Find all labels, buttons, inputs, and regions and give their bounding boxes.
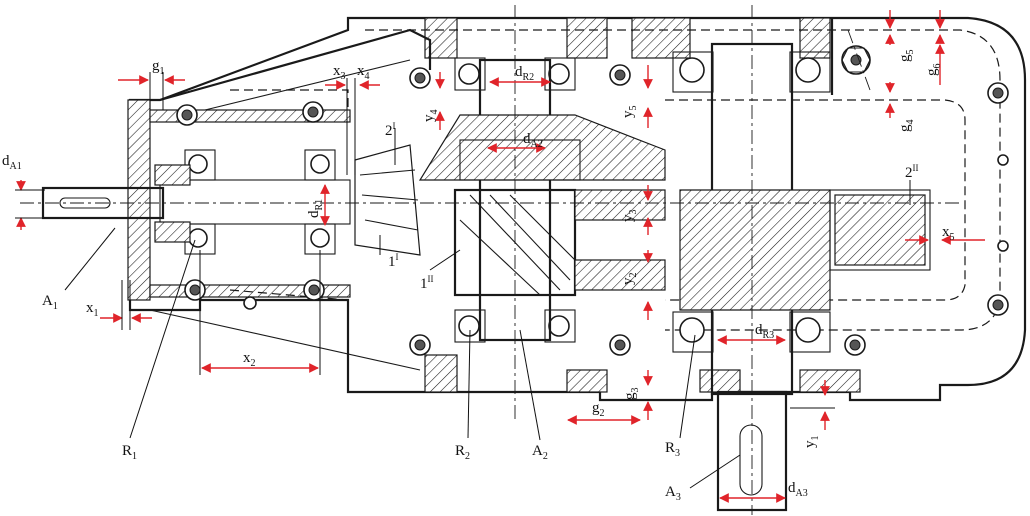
labels: dA1 g1 x3 x4 dR2 dA2 y4 y5 y3 y2 y1 g5 g… bbox=[2, 50, 955, 504]
label-g4: g4 bbox=[897, 120, 916, 133]
label-gear-1II: 1II bbox=[420, 274, 434, 292]
label-x3: x3 bbox=[333, 63, 346, 82]
bolts bbox=[176, 45, 1009, 356]
centre-lines bbox=[20, 5, 960, 515]
label-dA1: dA1 bbox=[2, 153, 22, 172]
label-x2: x2 bbox=[243, 350, 256, 369]
label-x1: x1 bbox=[86, 300, 99, 319]
label-R2: R2 bbox=[455, 443, 470, 462]
label-dA3: dA3 bbox=[788, 480, 808, 499]
label-dR1: dR1 bbox=[306, 199, 325, 218]
label-R1: R1 bbox=[122, 443, 137, 462]
label-y1: y1 bbox=[802, 436, 821, 449]
label-A3: A3 bbox=[665, 484, 681, 503]
label-gear-2II: 2II bbox=[905, 163, 919, 181]
label-dA2: dA2 bbox=[523, 131, 543, 150]
callout-leaders bbox=[64, 128, 911, 489]
label-A1: A1 bbox=[42, 293, 58, 312]
label-g6: g6 bbox=[924, 64, 943, 77]
label-g1: g1 bbox=[152, 58, 165, 77]
label-g3: g3 bbox=[622, 388, 641, 401]
label-gear-2I: 2I bbox=[385, 121, 396, 139]
label-R3: R3 bbox=[665, 440, 680, 459]
label-g2: g2 bbox=[592, 400, 605, 419]
gears bbox=[354, 114, 931, 311]
label-A2: A2 bbox=[532, 443, 548, 462]
label-gear-1I: 1I bbox=[388, 252, 399, 270]
label-y4: y4 bbox=[421, 110, 440, 123]
label-dR3: dR3 bbox=[755, 322, 774, 341]
label-y5: y5 bbox=[620, 106, 639, 119]
label-y2: y2 bbox=[620, 273, 639, 286]
label-g5: g5 bbox=[897, 50, 916, 63]
label-y3: y3 bbox=[620, 210, 639, 223]
label-dR2: dR2 bbox=[515, 64, 534, 83]
label-x4: x4 bbox=[357, 63, 370, 82]
dimension-lines bbox=[15, 10, 985, 503]
bearings bbox=[184, 51, 831, 353]
label-x5: x5 bbox=[942, 224, 955, 243]
